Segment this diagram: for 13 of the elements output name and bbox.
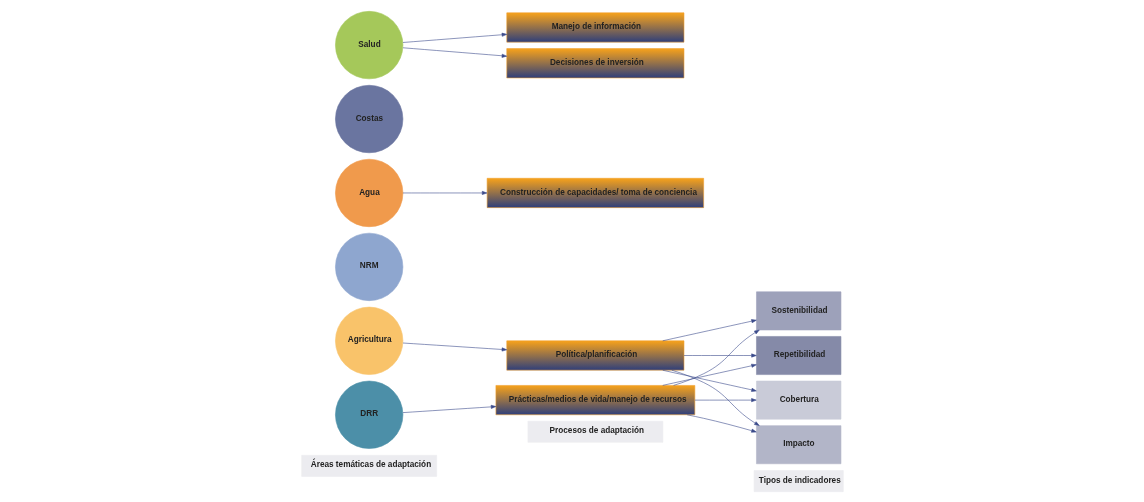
arrow <box>683 353 757 357</box>
arrow <box>661 369 757 392</box>
arrow <box>686 414 757 433</box>
arrow <box>402 190 487 195</box>
arrow <box>402 404 496 413</box>
arrow <box>402 342 507 351</box>
arrow <box>661 363 757 386</box>
arrow <box>694 397 757 402</box>
arrow <box>672 329 760 386</box>
arrow <box>402 32 507 43</box>
arrow <box>661 318 757 341</box>
arrow <box>402 46 507 58</box>
arrow <box>671 369 760 426</box>
